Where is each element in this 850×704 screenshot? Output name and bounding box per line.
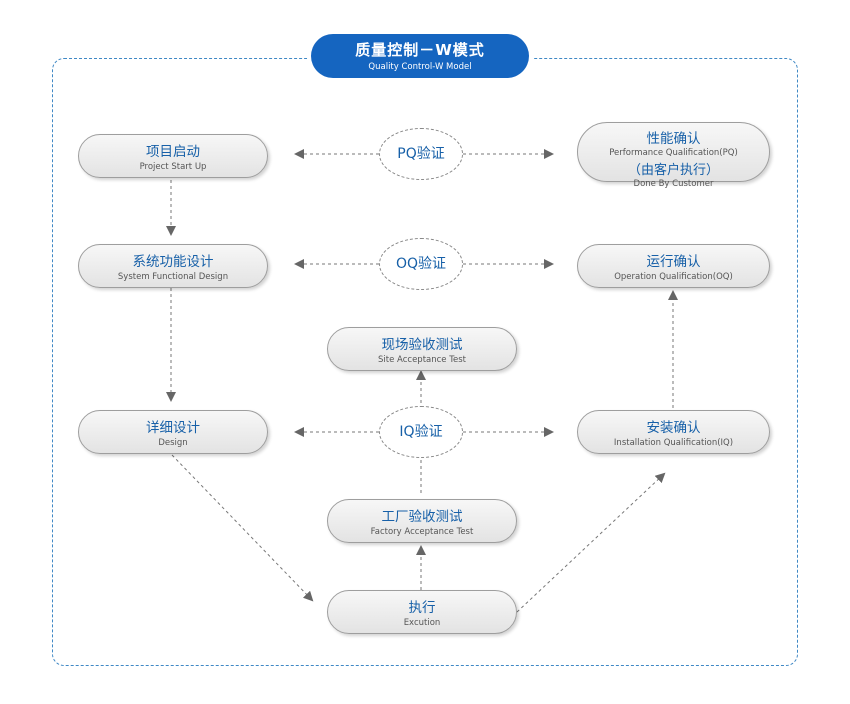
oq-verification-circle: OQ验证: [379, 238, 463, 290]
pq-verification-circle: PQ验证: [379, 128, 463, 180]
node-label-zh: 工厂验收测试: [381, 509, 463, 525]
node-execution: 执行 Excution: [327, 590, 517, 634]
node-system-design: 系统功能设计 System Functional Design: [78, 244, 268, 288]
title-en: Quality Control-W Model: [368, 62, 472, 72]
node-label-en: Excution: [403, 618, 441, 628]
node-label-en: Operation Qualification(OQ): [614, 272, 733, 282]
node-label-en: Project Start Up: [139, 162, 207, 172]
node-label-en: Factory Acceptance Test: [370, 527, 474, 537]
node-label-en: System Functional Design: [117, 272, 229, 282]
node-fat: 工厂验收测试 Factory Acceptance Test: [327, 499, 517, 543]
node-pq: 性能确认 Performance Qualification(PQ) （由客户执…: [577, 122, 770, 189]
title-zh: 质量控制－W模式: [355, 41, 485, 59]
iq-verification-circle: IQ验证: [379, 406, 463, 458]
node-label-zh: 现场验收测试: [381, 337, 463, 353]
arrow-design-to-execution: [171, 454, 314, 602]
node-label-zh: 项目启动: [146, 144, 200, 160]
node-label-zh: 性能确认: [646, 131, 701, 147]
node-label-zh-2: （由客户执行）: [627, 163, 719, 178]
arrow-execution-to-iq: [516, 472, 666, 613]
node-sat: 现场验收测试 Site Acceptance Test: [327, 327, 517, 371]
node-design: 详细设计 Design: [78, 410, 268, 454]
node-oq: 运行确认 Operation Qualification(OQ): [577, 244, 770, 288]
node-label-zh: 执行: [408, 600, 436, 616]
node-label-zh: 安装确认: [646, 420, 701, 436]
title-banner: 质量控制－W模式 Quality Control-W Model: [311, 34, 529, 78]
node-label-en: Installation Qualification(IQ): [613, 438, 734, 448]
node-project-start: 项目启动 Project Start Up: [78, 134, 268, 178]
node-label-en: Performance Qualification(PQ): [609, 148, 738, 158]
node-label-zh: 详细设计: [146, 420, 200, 436]
node-label-zh: 系统功能设计: [132, 254, 214, 270]
node-label-en: Design: [158, 438, 188, 448]
node-label-en-2: Done By Customer: [633, 179, 714, 189]
node-label-zh: 运行确认: [646, 254, 701, 270]
node-label-en: Site Acceptance Test: [378, 355, 466, 365]
node-iq: 安装确认 Installation Qualification(IQ): [577, 410, 770, 454]
